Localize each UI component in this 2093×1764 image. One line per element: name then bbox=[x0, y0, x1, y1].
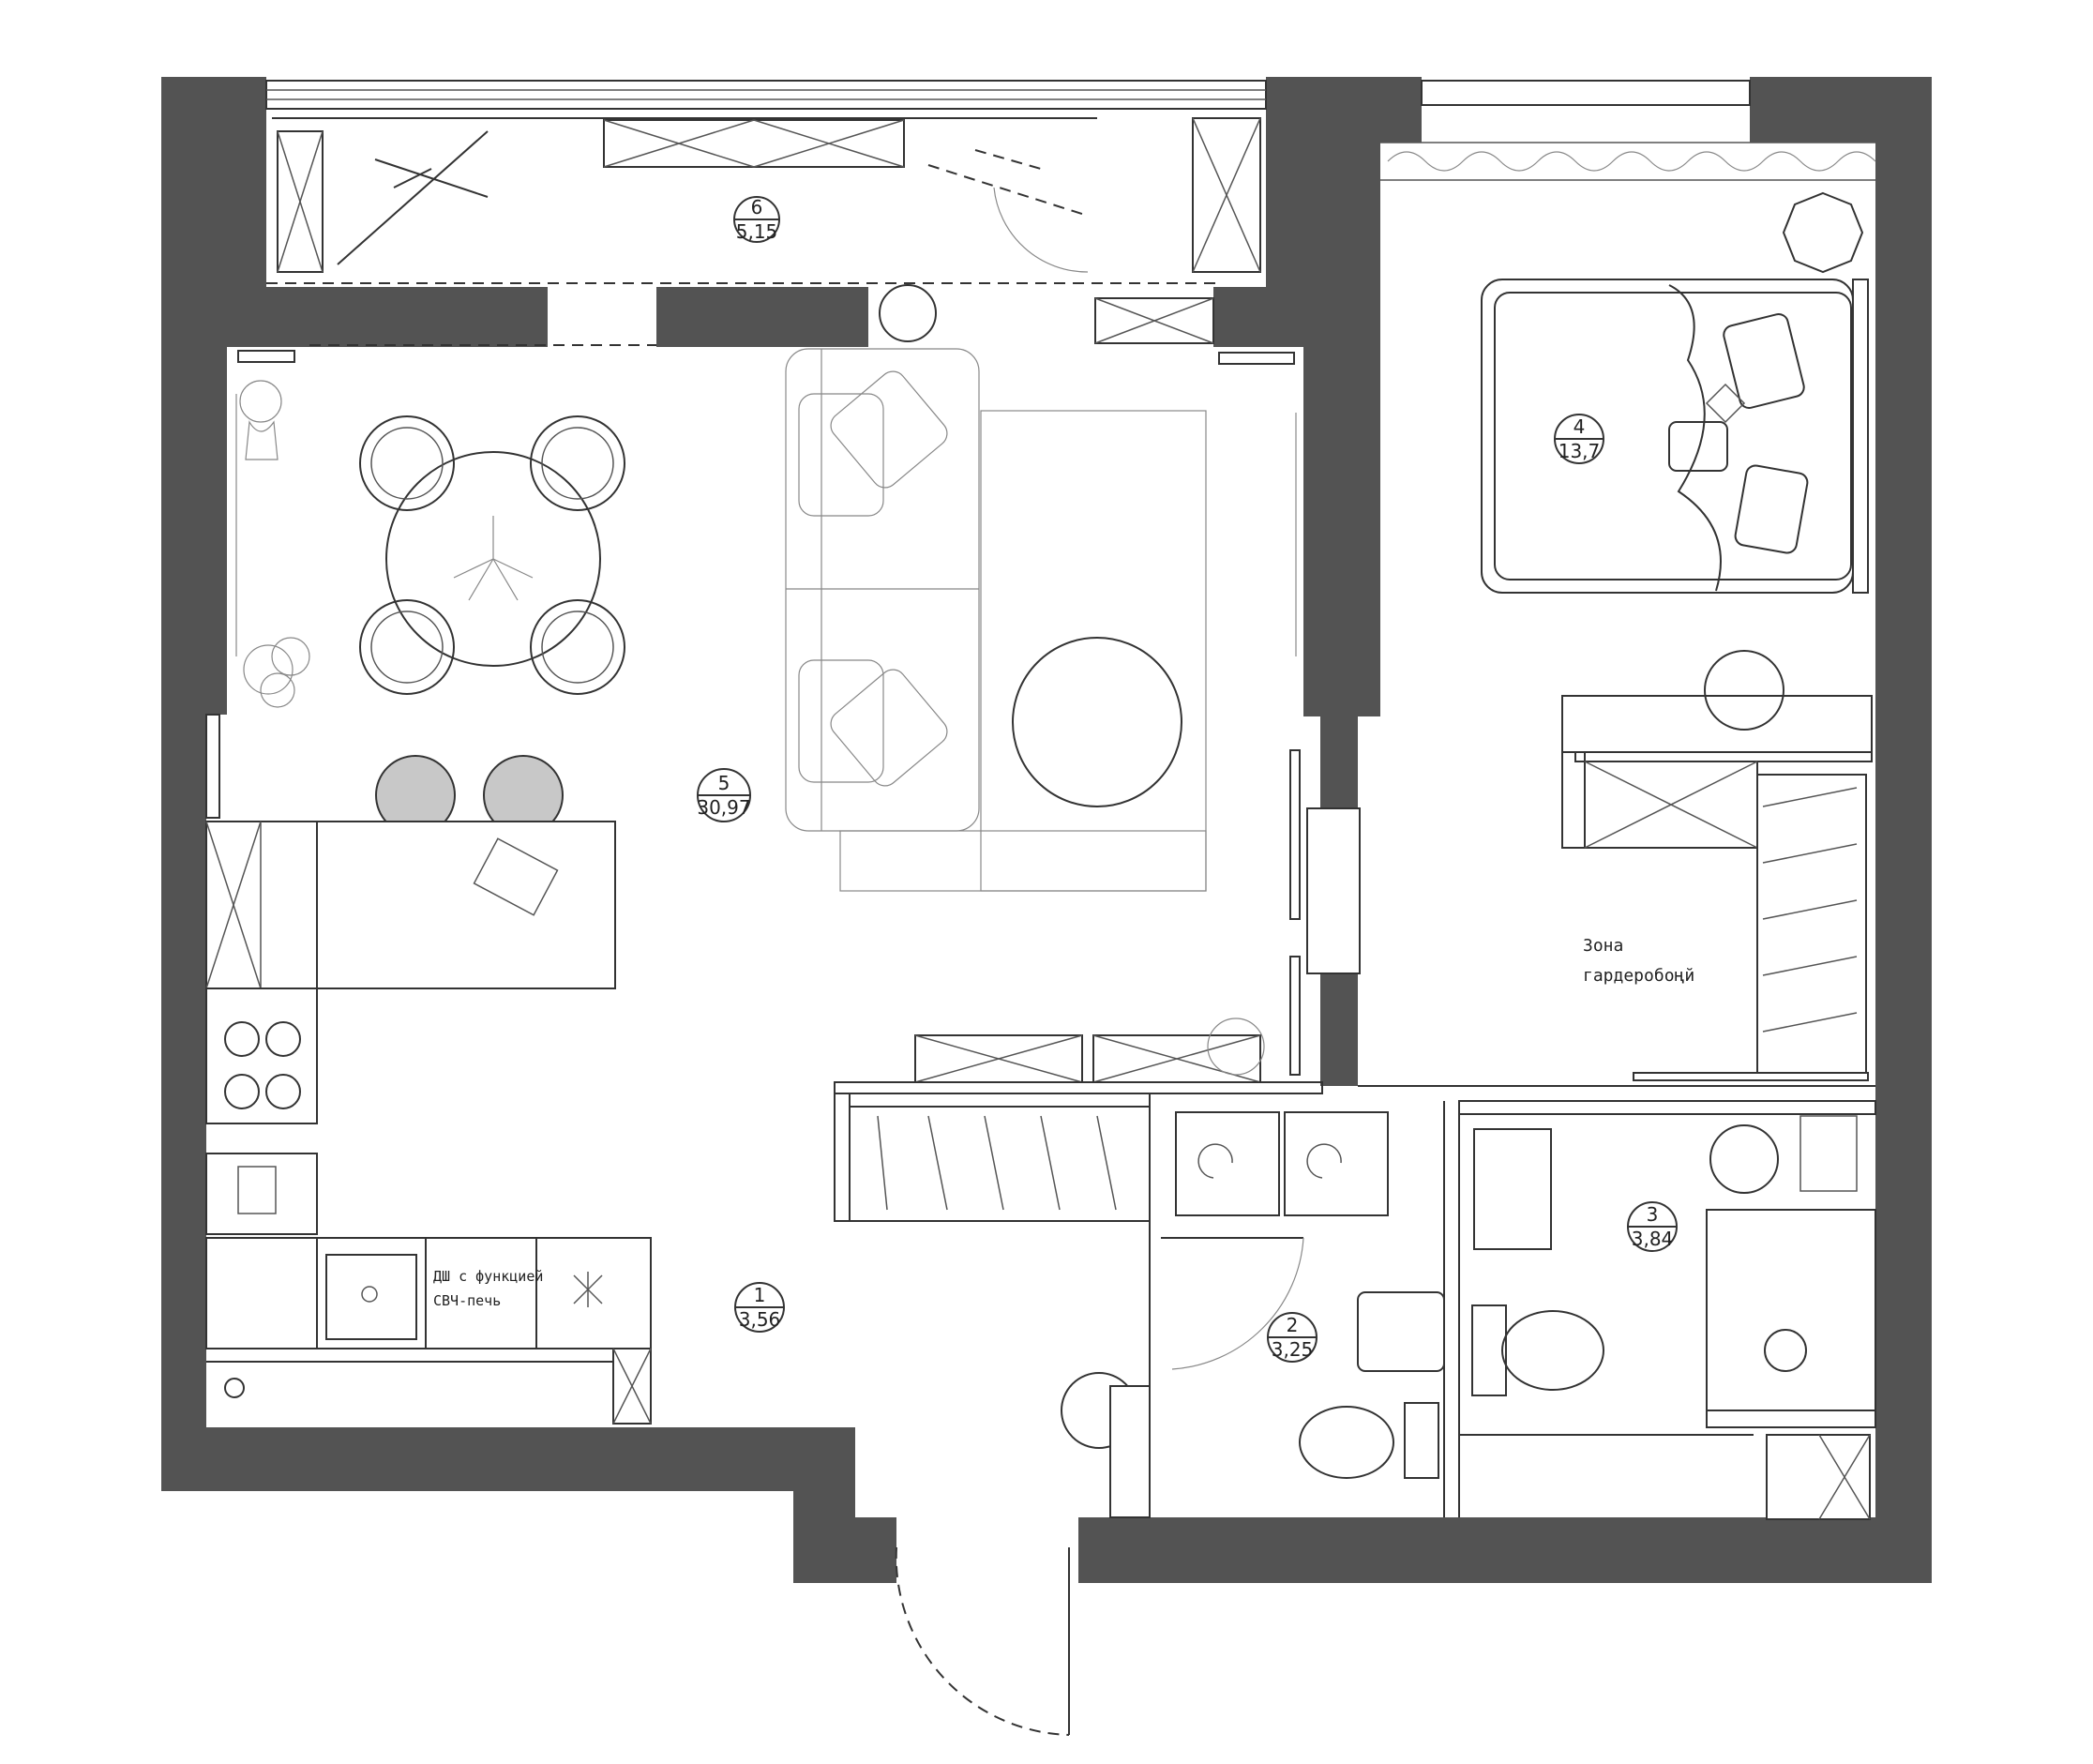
room-area: 3,56 bbox=[739, 1308, 781, 1331]
balcony bbox=[265, 80, 1267, 346]
sofa-icon bbox=[785, 348, 980, 832]
oven-label: ДШ с функцией bbox=[433, 1268, 543, 1285]
room-number: 4 bbox=[1574, 415, 1586, 438]
room-area: 13,7 bbox=[1558, 440, 1601, 462]
closet-rack-icon bbox=[849, 1106, 1151, 1222]
drying-rack-icon bbox=[927, 149, 1089, 273]
room-number: 5 bbox=[718, 772, 730, 794]
shower-icon bbox=[1706, 1209, 1876, 1428]
living-room bbox=[205, 348, 1361, 1425]
walls bbox=[161, 77, 1932, 1583]
sink-icon bbox=[325, 1254, 417, 1340]
wardrobe-zone-label: гардеробоңй bbox=[1583, 966, 1694, 986]
room-area: 3,25 bbox=[1272, 1338, 1314, 1361]
plant-pot-icon bbox=[1782, 191, 1864, 274]
towel-rack-icon bbox=[1799, 1115, 1858, 1192]
hob-icon bbox=[224, 1021, 301, 1109]
washer-icon bbox=[1175, 1111, 1280, 1216]
decor-bust-icon bbox=[239, 380, 282, 460]
laptop-icon bbox=[473, 837, 559, 916]
dishwasher-icon bbox=[237, 1166, 277, 1214]
room-area: 5,15 bbox=[736, 220, 778, 243]
room-number: 2 bbox=[1287, 1314, 1299, 1336]
chair-icon bbox=[530, 415, 625, 511]
room-tag-4: 4 13,7 bbox=[1554, 414, 1604, 464]
washer-icon bbox=[1284, 1111, 1389, 1216]
wardrobe-rack-icon bbox=[1756, 774, 1867, 1074]
wardrobe-zone-label: Зона bbox=[1583, 936, 1623, 956]
room-area: 30,97 bbox=[697, 796, 750, 819]
pouf-icon bbox=[1704, 650, 1784, 731]
oven-label: СВЧ-печь bbox=[433, 1292, 501, 1309]
bathroom-3 bbox=[1458, 1100, 1876, 1520]
chair-icon bbox=[359, 415, 455, 511]
room-tag-3: 3 3,84 bbox=[1627, 1201, 1678, 1252]
chair-icon bbox=[530, 599, 625, 695]
coffee-table-icon bbox=[1012, 637, 1182, 807]
dining-table-icon bbox=[385, 451, 601, 667]
bathroom-2 bbox=[1161, 1101, 1460, 1517]
bedroom bbox=[1358, 80, 1876, 1087]
room-tag-6: 6 5,15 bbox=[733, 196, 780, 243]
toilet-icon bbox=[1471, 1304, 1604, 1396]
room-number: 6 bbox=[751, 196, 763, 219]
room-tag-5: 5 30,97 bbox=[697, 768, 751, 822]
freezer-icon bbox=[573, 1272, 603, 1307]
stool-icon bbox=[879, 284, 937, 342]
entrance-door-icon bbox=[895, 1546, 1070, 1736]
drying-rack-icon bbox=[337, 130, 489, 265]
bed-icon bbox=[1481, 279, 1869, 594]
hallway bbox=[834, 1018, 1323, 1736]
sink-icon bbox=[1473, 1128, 1552, 1250]
toilet-icon bbox=[1299, 1402, 1439, 1479]
sink-icon bbox=[1357, 1291, 1445, 1372]
plant-icon bbox=[243, 637, 310, 708]
water-riser-icon bbox=[224, 1378, 245, 1398]
rug-icon bbox=[980, 410, 1207, 892]
room-area: 3,84 bbox=[1632, 1228, 1674, 1250]
room-tag-2: 2 3,25 bbox=[1267, 1312, 1318, 1363]
chair-icon bbox=[359, 599, 455, 695]
room-number: 1 bbox=[754, 1284, 766, 1306]
basin-icon bbox=[1709, 1124, 1779, 1194]
kitchen-island bbox=[316, 821, 616, 989]
room-number: 3 bbox=[1647, 1203, 1659, 1226]
room-tag-1: 1 3,56 bbox=[734, 1282, 785, 1333]
